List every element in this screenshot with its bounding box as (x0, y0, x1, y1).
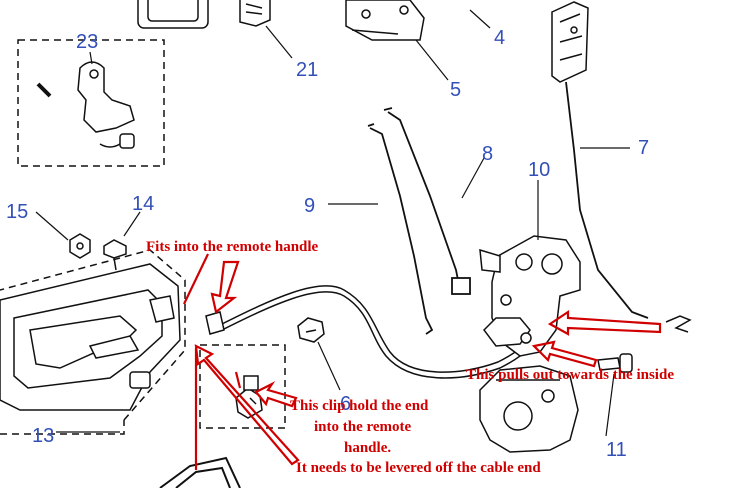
annotation-pulls-out: This pulls out towards the inside (466, 367, 674, 383)
label-21: 21 (296, 59, 318, 81)
part-labels: 23 21 5 4 7 8 10 9 15 14 13 11 6 (6, 27, 649, 461)
annotation-clip-line2: into the remote (314, 419, 412, 435)
arrow-clip (254, 381, 298, 408)
exterior-handle (159, 456, 241, 488)
label-15: 15 (6, 201, 28, 223)
label-11: 11 (606, 439, 627, 461)
arrow-remote-handle (210, 260, 240, 314)
cable (205, 285, 533, 379)
leader-lines (35, 9, 630, 437)
annotations: Fits into the remote handle This pulls o… (146, 239, 674, 476)
label-13: 13 (32, 425, 54, 447)
label-14: 14 (132, 193, 154, 215)
annotation-lever-off: It needs to be levered off the cable end (296, 460, 541, 476)
part-23-box (17, 39, 165, 167)
arrow-clip-tail (234, 371, 242, 389)
part-10-lock (479, 235, 581, 453)
red-arrows (183, 253, 662, 470)
arrow-pulls-out-1 (547, 309, 662, 336)
arrow-remote-handle-line (183, 253, 209, 305)
label-10: 10 (528, 159, 550, 181)
label-7: 7 (638, 137, 649, 159)
label-6: 6 (340, 393, 351, 415)
part-7-rod-top (551, 1, 589, 83)
part-5-bracket (345, 0, 425, 41)
rod-7 (565, 81, 649, 319)
bent-rod (665, 315, 692, 333)
screw-11 (597, 353, 633, 373)
part-top-left (137, 0, 209, 29)
part-13-remote-handle (0, 249, 186, 435)
screw-14 (103, 239, 127, 271)
arrow-pulls-out-2 (531, 340, 598, 368)
label-9: 9 (304, 195, 315, 217)
label-4: 4 (494, 27, 505, 49)
part-21-clip (239, 0, 271, 27)
rod-8 (383, 107, 471, 295)
label-8: 8 (482, 143, 493, 165)
annotation-clip-line1: This clip hold the end (290, 398, 429, 414)
screw-15 (69, 233, 91, 259)
label-23: 23 (76, 31, 98, 53)
clip-box (199, 344, 286, 429)
rod-9 (367, 123, 434, 335)
annotation-remote-handle: Fits into the remote handle (146, 239, 319, 255)
annotation-clip-line3: handle. (344, 440, 391, 456)
arrow-lever (194, 344, 300, 466)
label-5: 5 (450, 79, 461, 101)
part-6-clip (297, 317, 325, 343)
